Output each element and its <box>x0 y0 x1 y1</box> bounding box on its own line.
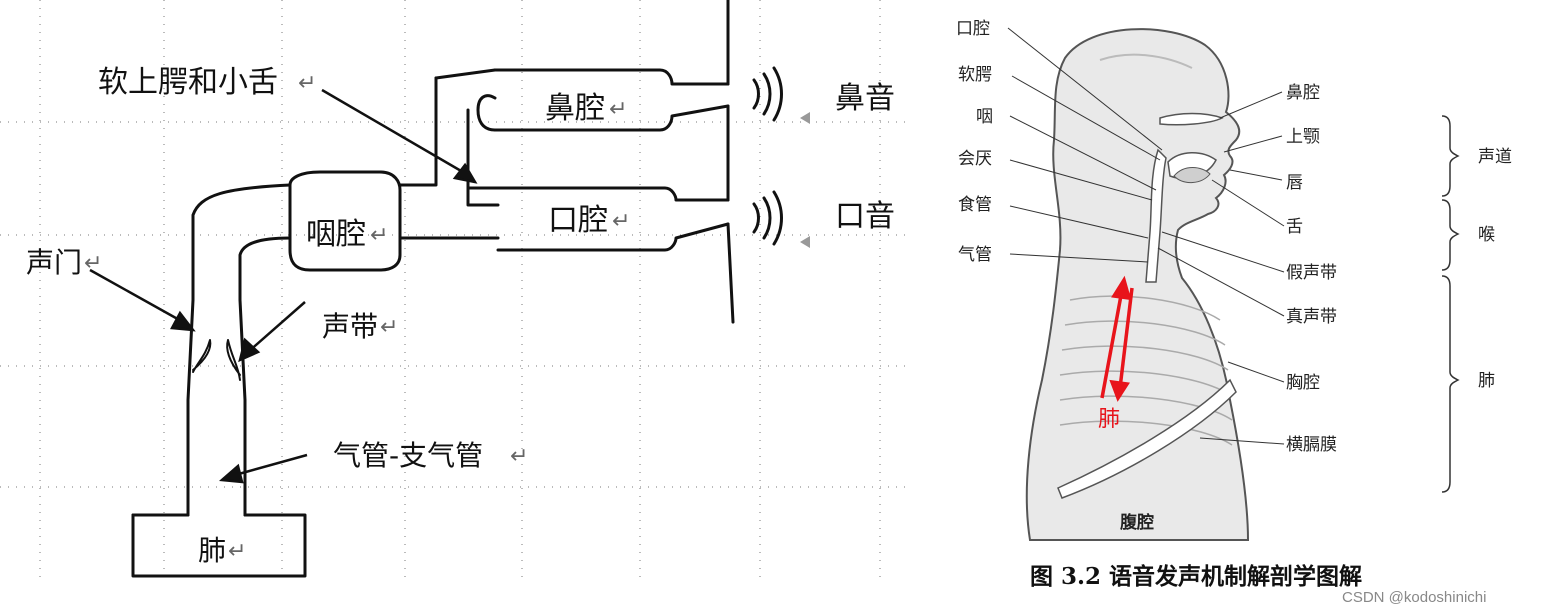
svg-text:↵: ↵ <box>510 444 528 469</box>
label-trachea-bronchi: 气管-支气管 <box>333 439 483 472</box>
tongue-shape <box>1173 167 1211 183</box>
label-vocal-cords: 声带 <box>322 310 378 343</box>
oral-wave-2 <box>762 196 772 240</box>
label-lung-red: 肺 <box>1098 407 1120 432</box>
nasal-wave-3 <box>772 66 783 122</box>
svg-text:↵: ↵ <box>609 97 627 122</box>
label-thoracic-cavity: 胸腔 <box>1286 373 1320 393</box>
label-upper-jaw: 上颚 <box>1286 127 1320 147</box>
label-oral-sound: 口音 <box>835 199 895 234</box>
label-lungs-bracket: 肺 <box>1478 371 1495 391</box>
glottis-arrowhead <box>170 310 196 332</box>
trachea-right-wall <box>238 236 292 517</box>
figure-caption: 图 3.2 语音发声机制解剖学图解 <box>1030 563 1362 590</box>
label-soft-palate-tongue: 软上腭和小舌 <box>98 65 278 100</box>
label-glottis: 声门 <box>26 246 82 279</box>
label-nasal-cavity: 鼻腔 <box>545 91 605 126</box>
ribs <box>1059 295 1233 446</box>
label-abdomen: 腹腔 <box>1120 512 1154 533</box>
label-oral-cavity: 口腔 <box>548 203 608 238</box>
soft-palate-arrowhead <box>452 162 478 184</box>
vocal-fold-left <box>192 339 212 373</box>
label-epiglottis: 会厌 <box>958 149 992 169</box>
label-nasal-cavity-r: 鼻腔 <box>1286 83 1320 103</box>
speech-tube-schematic: 软上腭和小舌 ↵ 鼻腔 ↵ 鼻音 咽腔 ↵ 口腔 ↵ 口音 声门 ↵ 声带 ↵ … <box>0 0 910 580</box>
watermark: CSDN @kodoshinichi <box>1342 589 1486 606</box>
label-larynx: 喉 <box>1478 225 1495 245</box>
trachea-arrowhead <box>219 463 244 484</box>
label-true-vocal-cords: 真声带 <box>1286 307 1337 327</box>
oral-cavity-box <box>496 186 730 202</box>
label-lungs: 肺 <box>198 534 226 567</box>
label-soft-palate: 软腭 <box>958 65 992 85</box>
vocal-cords-arrowhead <box>238 337 261 363</box>
vocal-fold-right <box>226 339 241 381</box>
label-mouth-cavity: 口腔 <box>956 19 990 39</box>
label-tongue: 舌 <box>1286 217 1303 237</box>
airway <box>1145 148 1167 283</box>
label-pharynx-r: 咽 <box>976 107 993 127</box>
svg-text:↵: ↵ <box>612 209 630 234</box>
label-lips: 唇 <box>1286 173 1303 193</box>
svg-text:↵: ↵ <box>380 315 398 340</box>
nasal-cavity-box <box>493 68 730 86</box>
label-false-vocal-cords: 假声带 <box>1286 263 1337 283</box>
dotted-grid <box>0 0 910 580</box>
svg-text:↵: ↵ <box>228 539 246 564</box>
velum-flap <box>466 108 500 207</box>
svg-text:↵: ↵ <box>370 223 388 248</box>
label-esophagus: 食管 <box>958 195 992 215</box>
nasal-cavity-shape <box>1159 112 1224 126</box>
pharynx-box <box>288 170 402 272</box>
label-pharynx: 咽腔 <box>306 217 366 252</box>
label-diaphragm: 横膈膜 <box>1286 435 1337 455</box>
trachea-left-wall <box>186 183 292 517</box>
airflow-arrows <box>1100 275 1134 402</box>
nasal-wave-2 <box>762 72 772 116</box>
face-outline <box>726 0 735 324</box>
leader-lines <box>1007 27 1285 445</box>
nasal-wave-1 <box>752 78 760 110</box>
label-nasal-sound: 鼻音 <box>835 81 895 116</box>
label-trachea: 气管 <box>958 245 992 265</box>
diaphragm <box>1057 378 1237 499</box>
brackets <box>1441 115 1460 493</box>
anatomy-figure: 肺 口腔 软腭 咽 会厌 食管 气管 鼻腔 上颚 唇 舌 假声带 真声带 胸腔 … <box>930 0 1541 609</box>
label-vocal-tract: 声道 <box>1478 147 1512 167</box>
oral-wave-1 <box>752 202 760 234</box>
oral-wave-3 <box>772 190 783 246</box>
svg-text:↵: ↵ <box>84 251 102 276</box>
lungs-box <box>131 513 307 578</box>
svg-text:↵: ↵ <box>298 71 316 96</box>
